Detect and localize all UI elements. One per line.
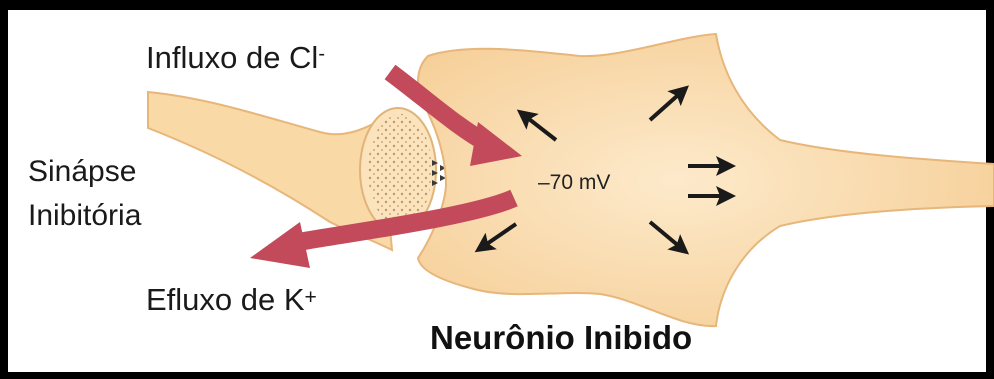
chloride-charge: - [318,43,325,65]
synapse-label-line1: Sinápse [28,150,141,194]
chloride-influx-label: Influxo de Cl- [146,40,325,76]
chloride-influx-text: Influxo de Cl [146,40,318,75]
potassium-efflux-text: Efluxo de K [146,282,305,317]
synaptic-vesicles [368,114,432,226]
membrane-potential-label: –70 mV [538,171,610,195]
neuron-title: Neurônio Inibido [430,319,692,357]
potassium-charge: + [305,286,317,309]
potassium-efflux-label: Efluxo de K+ [146,282,317,318]
synapse-label: Sinápse Inibitória [28,150,141,238]
synapse-label-line2: Inibitória [28,194,141,238]
